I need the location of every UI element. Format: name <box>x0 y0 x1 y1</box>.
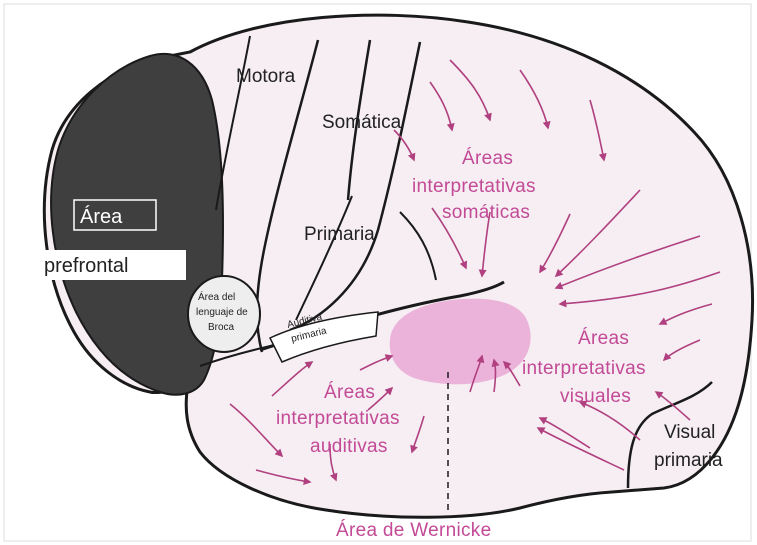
label-visual-primaria-line2: primaria <box>654 450 723 471</box>
label-visual-interp-line2: interpretativas <box>522 358 646 379</box>
label-somatica: Somática <box>322 112 402 133</box>
label-broca-line1: Área del <box>198 290 235 303</box>
label-auditory-interp-line1: Áreas <box>324 382 375 403</box>
label-auditory-interp-line3: auditivas <box>310 436 388 457</box>
label-wernicke: Área de Wernicke <box>336 520 491 541</box>
label-broca-line2: lenguaje de <box>196 307 248 318</box>
label-visual-primaria-line1: Visual <box>664 422 715 443</box>
label-broca-line3: Broca <box>208 322 235 333</box>
label-auditory-interp-line2: interpretativas <box>276 408 400 429</box>
label-somatic-interp-line3: somáticas <box>442 202 530 223</box>
label-prefrontal-line1: Área <box>80 205 123 228</box>
label-somatic-interp-line2: interpretativas <box>412 176 536 197</box>
label-primaria: Primaria <box>304 224 375 245</box>
label-prefrontal-line2: prefrontal <box>44 255 129 277</box>
label-visual-interp-line1: Áreas <box>578 328 629 349</box>
label-motora: Motora <box>236 66 296 87</box>
label-visual-interp-line3: visuales <box>560 386 631 407</box>
label-somatic-interp-line1: Áreas <box>462 148 513 169</box>
